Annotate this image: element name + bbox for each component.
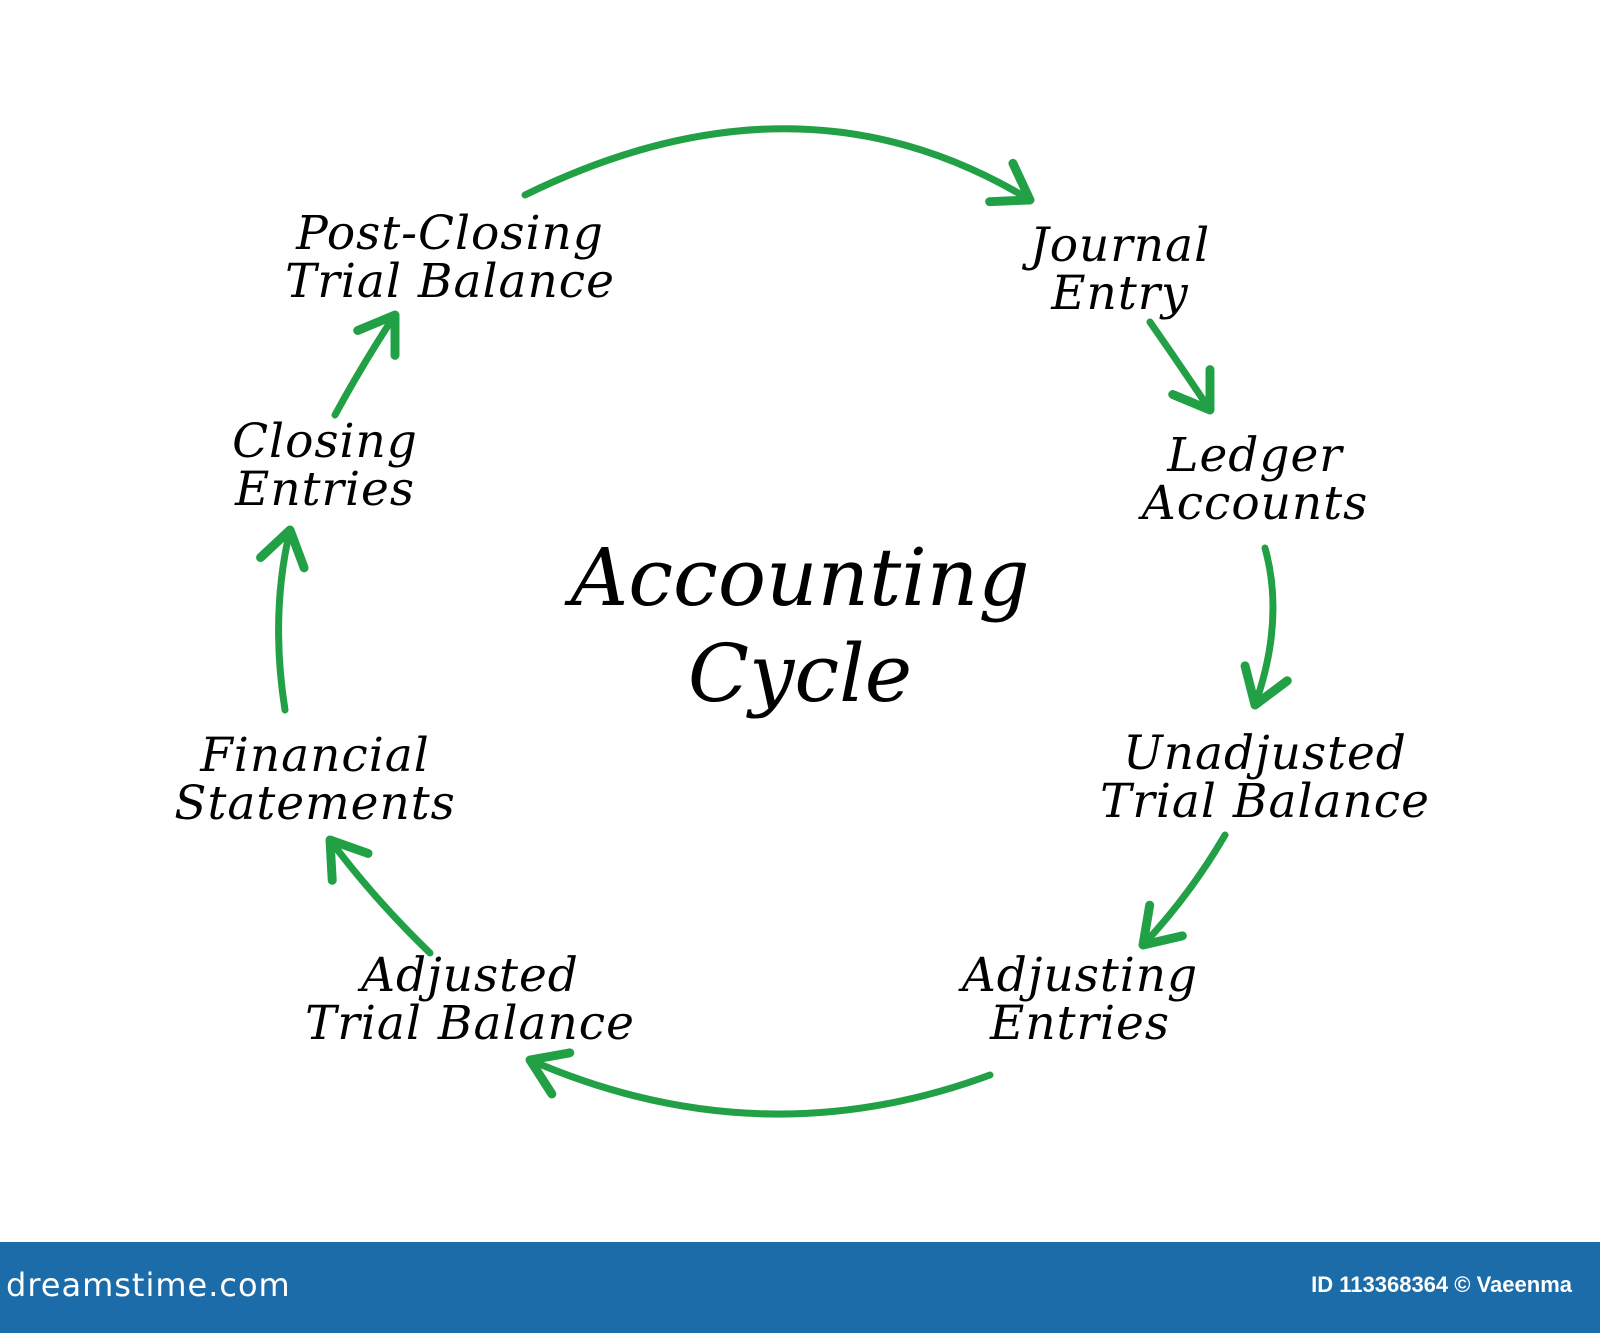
step-label-line: Entry (1051, 266, 1189, 321)
image-credit: ID 113368364 © Vaeenma (1311, 1272, 1572, 1297)
step-adjusted-trial-balance: Adjusted Trial Balance (305, 952, 635, 1048)
title-line-2: Cycle (687, 627, 913, 720)
step-label-line: Adjusted (361, 948, 579, 1003)
step-label-line: Accounts (1141, 476, 1369, 531)
arrow-adjusting-to-adjusted (525, 1048, 994, 1118)
arrow-financial-to-closing (256, 525, 309, 714)
step-label-line: Entries (235, 462, 415, 517)
arrow-unadjusted-to-adjusting (1138, 831, 1229, 950)
step-label-line: Unadjusted (1123, 726, 1407, 781)
accounting-cycle-diagram (256, 125, 1292, 1118)
step-label-line: Ledger (1167, 428, 1343, 483)
step-label-line: Journal (1029, 218, 1211, 273)
step-label-line: Post-Closing (296, 206, 604, 261)
footer-bar: dreamstime.com ID 113368364 © Vaeenma (0, 1242, 1600, 1333)
dreamstime-logo: dreamstime.com (6, 1266, 291, 1304)
arrow-ledger-to-unadjusted (1240, 544, 1292, 710)
step-label-line: Financial (200, 728, 430, 783)
step-adjusting-entries: Adjusting Entries (962, 952, 1198, 1048)
step-label-line: Adjusting (961, 948, 1199, 1003)
step-label-line: Entries (990, 996, 1170, 1051)
step-label-line: Statements (174, 776, 456, 831)
step-unadjusted-trial-balance: Unadjusted Trial Balance (1100, 730, 1430, 826)
step-label-line: Trial Balance (285, 254, 615, 309)
step-journal-entry: Journal Entry (1030, 222, 1210, 318)
arrow-post-closing-to-journal (521, 125, 1035, 207)
step-label-line: Trial Balance (305, 996, 635, 1051)
step-post-closing-trial-balance: Post-Closing Trial Balance (285, 210, 615, 306)
arrow-adjusted-to-financial (325, 835, 434, 957)
step-ledger-accounts: Ledger Accounts (1142, 432, 1368, 528)
arrow-journal-to-ledger (1146, 318, 1215, 415)
step-closing-entries: Closing Entries (232, 418, 418, 514)
title-line-1: Accounting (570, 531, 1030, 624)
step-label-line: Trial Balance (1100, 774, 1430, 829)
diagram-title: Accounting Cycle (570, 530, 1029, 722)
arrow-closing-to-post-closing (331, 310, 400, 419)
step-label-line: Closing (232, 414, 418, 469)
step-financial-statements: Financial Statements (174, 732, 455, 828)
